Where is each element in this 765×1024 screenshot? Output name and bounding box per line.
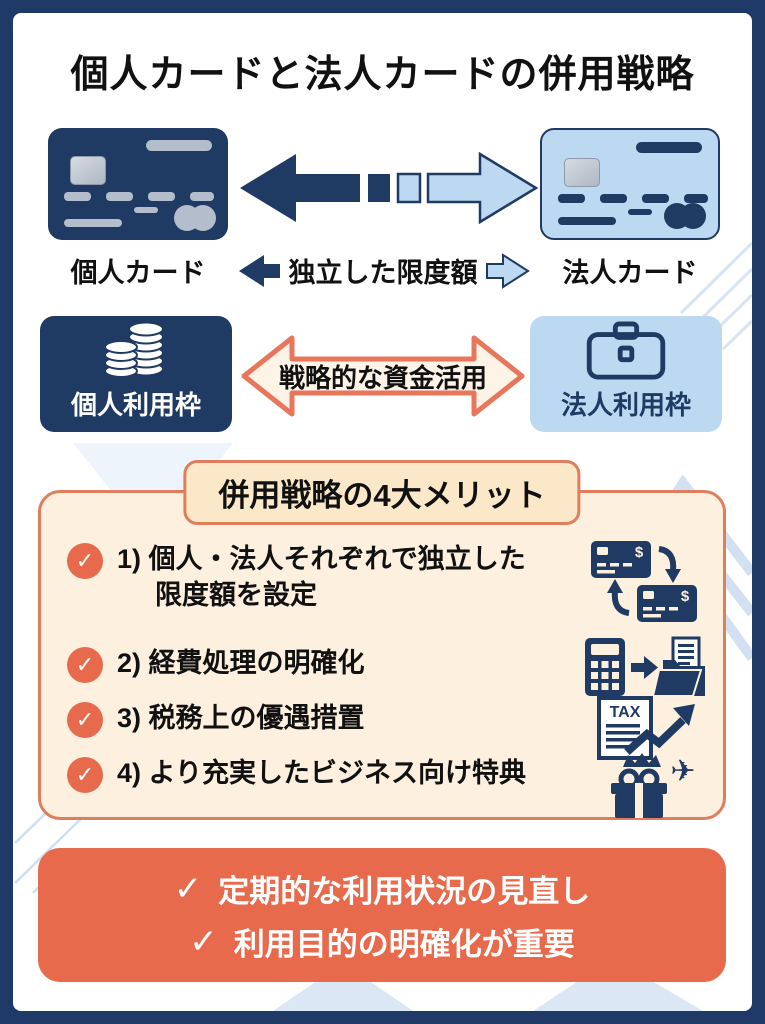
merit-text-1: 1) 個人・法人それぞれで独立した 限度額を設定 — [117, 541, 526, 613]
check-circle-icon: ✓ — [67, 647, 103, 683]
coins-icon — [104, 321, 164, 378]
strategic-funds-arrow: 戦略的な資金活用 — [238, 330, 528, 422]
merit-item-4: ✓ 4) より充実したビジネス向け特典 — [67, 755, 526, 793]
card-dash — [684, 194, 708, 203]
card-dash — [148, 192, 175, 201]
independent-limits-label: 独立した限度額 — [288, 258, 478, 288]
card-dash — [628, 209, 652, 215]
airplane-glyph: ✈ — [670, 755, 695, 788]
summary-line-1: ✓ 定期的な利用状況の見直し — [174, 866, 591, 911]
personal-allocation-label: 個人利用枠 — [70, 390, 201, 420]
merit-text-3: 3) 税務上の優遇措置 — [117, 703, 365, 733]
merit-item-1: ✓ 1) 個人・法人それぞれで独立した 限度額を設定 — [67, 541, 526, 613]
corporate-allocation-label: 法人利用枠 — [560, 390, 691, 420]
calculator-to-folder-icon — [585, 636, 705, 697]
dollar-sign: $ — [635, 544, 644, 561]
content-area: 個人カードと法人カードの併用戦略 個人カード — [13, 13, 752, 1011]
personal-card-label: 個人カード — [70, 258, 206, 288]
check-icon: ✓ — [189, 922, 218, 961]
check-circle-icon: ✓ — [67, 757, 103, 793]
card-dash — [642, 194, 669, 203]
tax-label: TAX — [610, 704, 641, 721]
corporate-card-label: 法人カード — [562, 258, 698, 288]
card-dash — [64, 192, 91, 201]
split-double-arrow-icon — [240, 151, 538, 225]
summary-text-2: 利用目的の明確化が重要 — [233, 927, 575, 962]
card-dash — [134, 207, 158, 213]
summary-box: ✓ 定期的な利用状況の見直し ✓ 利用目的の明確化が重要 — [38, 848, 726, 982]
card-chip-icon — [564, 158, 600, 187]
card-dash — [600, 194, 627, 203]
personal-credit-card-icon — [48, 128, 228, 240]
strategic-funds-label: 戦略的な資金活用 — [278, 362, 487, 393]
card-dash — [106, 192, 133, 201]
check-circle-icon: ✓ — [67, 543, 103, 579]
double-headed-arrow-icon — [241, 335, 525, 417]
merit-1-line-2: 限度額を設定 — [155, 580, 317, 610]
gift-travel-icon: ✈ — [611, 753, 696, 818]
card-logo-circle — [190, 205, 216, 231]
card-dash — [558, 217, 616, 225]
card-logo-circle — [680, 203, 706, 229]
left-arrow-icon — [238, 254, 280, 287]
merit-item-3: ✓ 3) 税務上の優遇措置 — [67, 700, 365, 738]
dollar-sign: $ — [681, 588, 690, 605]
card-dash — [190, 192, 214, 201]
card-chip-icon — [70, 156, 106, 185]
merit-text-4: 4) より充実したビジネス向け特典 — [117, 758, 526, 788]
personal-allocation-box: 個人利用枠 — [40, 316, 232, 432]
check-icon: ✓ — [173, 869, 203, 908]
summary-text-1: 定期的な利用状況の見直し — [218, 874, 591, 909]
merit-1-line-1: 1) 個人・法人それぞれで独立した — [117, 544, 526, 574]
merit-text-2: 2) 経費処理の明確化 — [117, 648, 365, 678]
card-dash — [558, 194, 585, 203]
tax-growth-icon: TAX — [597, 696, 695, 760]
card-stripe — [636, 142, 702, 153]
card-transfer-icon: $ $ — [591, 541, 697, 622]
check-circle-icon: ✓ — [67, 702, 103, 738]
briefcase-icon — [586, 321, 666, 380]
merits-heading-badge: 併用戦略の4大メリット — [183, 460, 581, 525]
merits-panel: 併用戦略の4大メリット ✓ 1) 個人・法人それぞれで独立した 限度額を設定 ✓… — [38, 460, 726, 820]
right-arrow-icon — [485, 252, 530, 289]
merit-item-2: ✓ 2) 経費処理の明確化 — [67, 645, 365, 683]
summary-line-2: ✓ 利用目的の明確化が重要 — [189, 919, 575, 964]
card-stripe — [146, 140, 212, 151]
independent-limits-row: 独立した限度額 — [218, 251, 548, 290]
corporate-allocation-box: 法人利用枠 — [530, 316, 722, 432]
page-title: 個人カードと法人カードの併用戦略 — [70, 54, 695, 96]
card-dash — [64, 219, 122, 227]
corporate-credit-card-icon — [540, 128, 720, 240]
